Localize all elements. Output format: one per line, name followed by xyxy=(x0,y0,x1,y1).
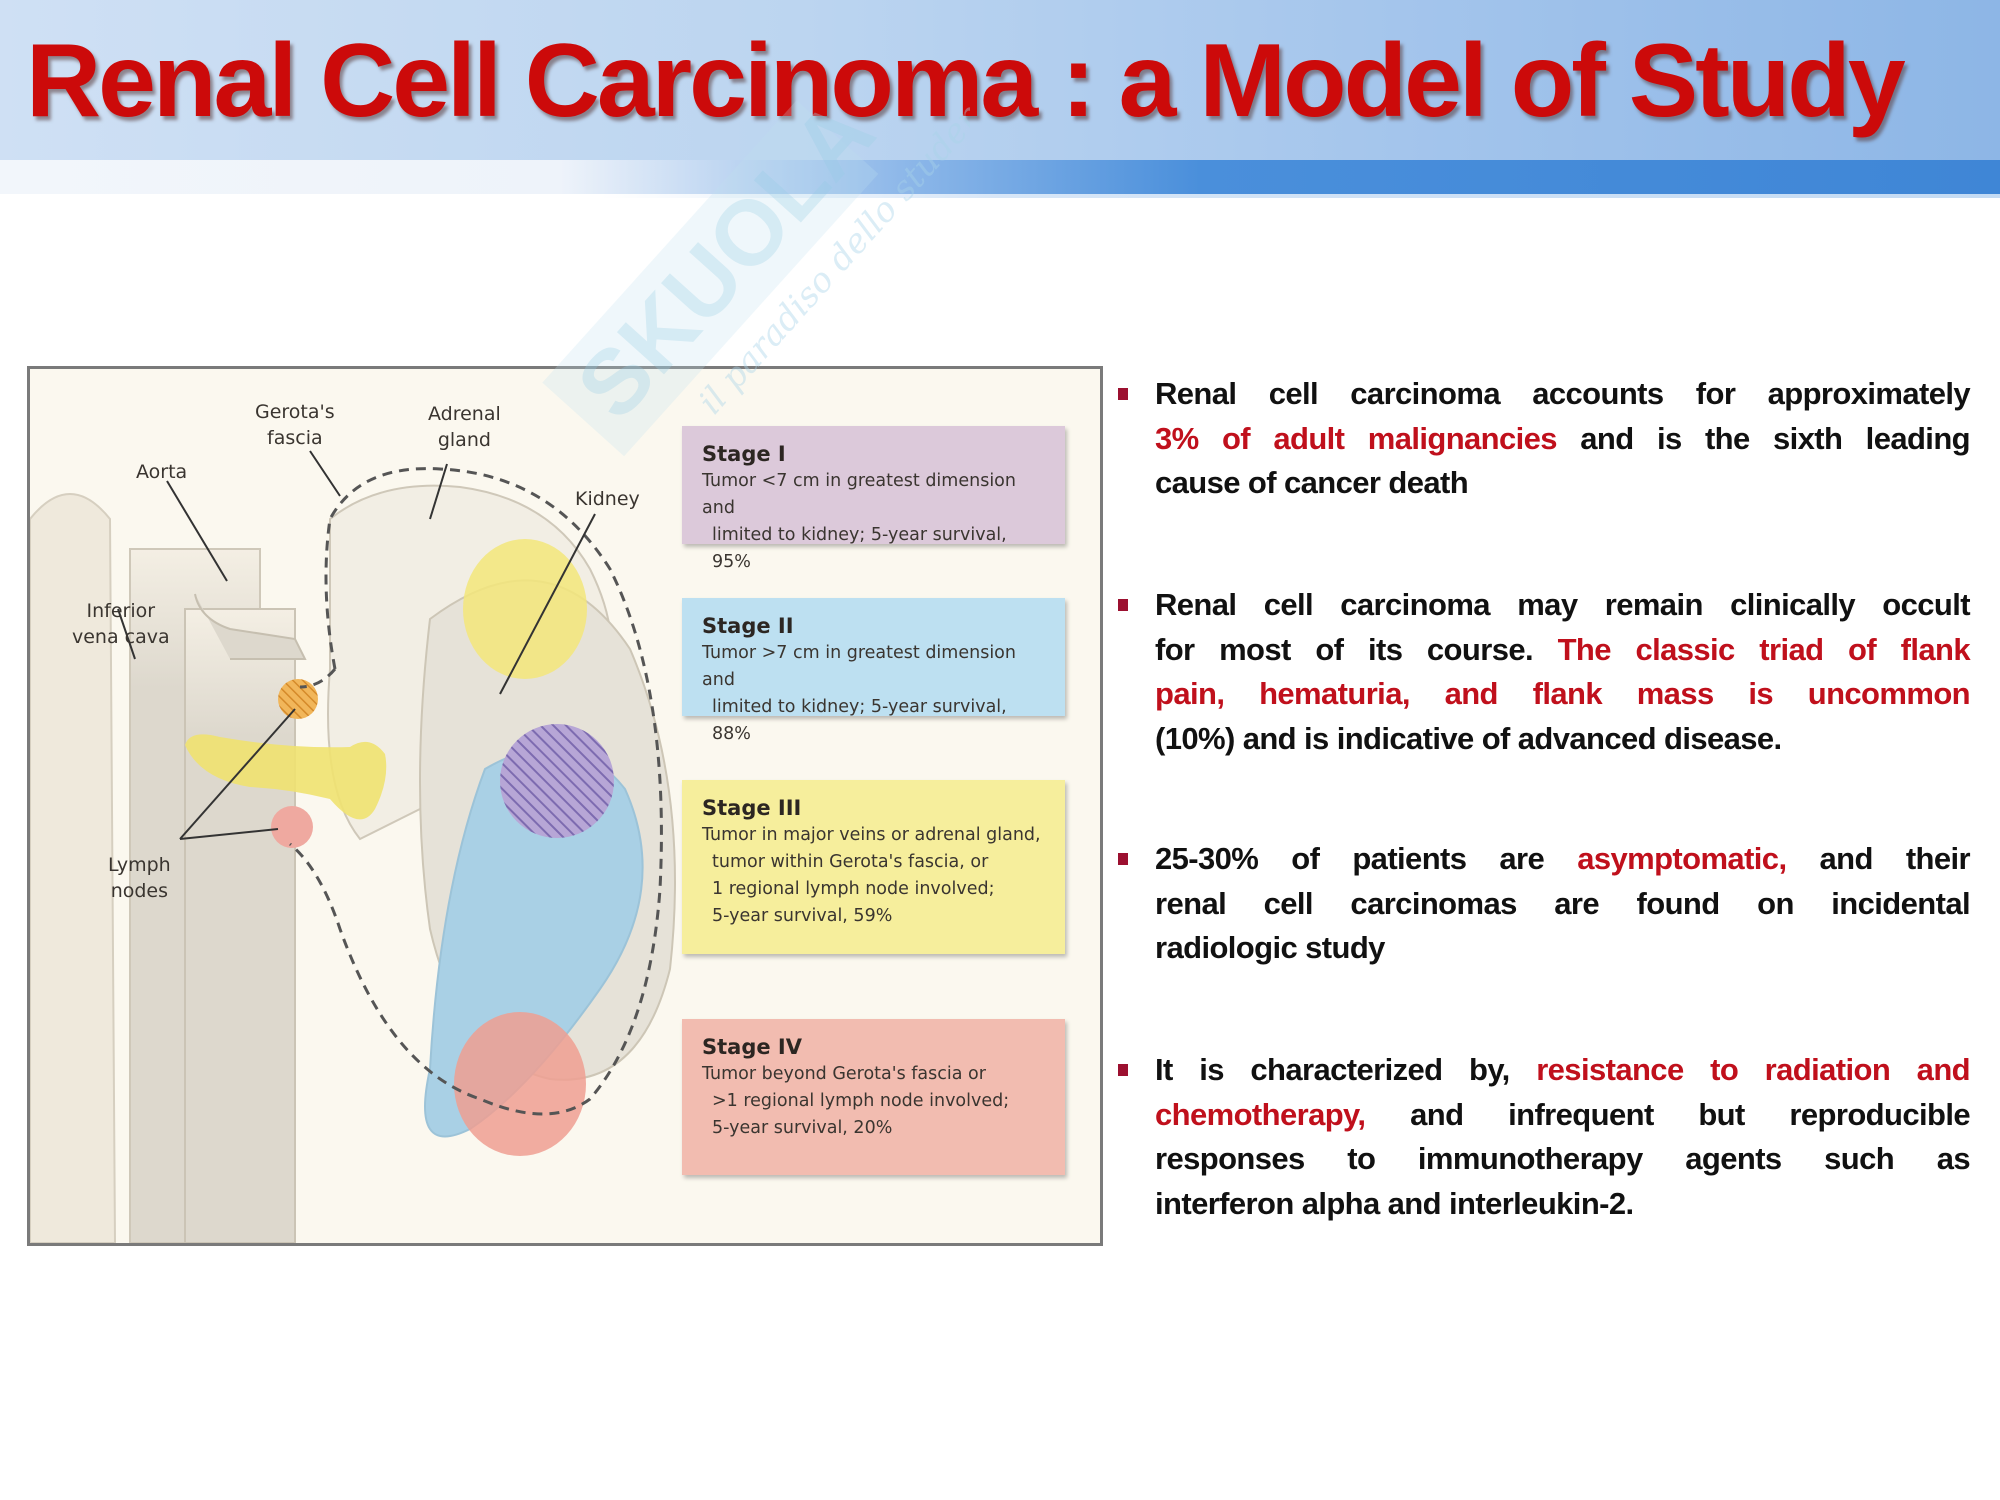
bullet-marker-icon xyxy=(1118,388,1128,400)
bullet-line: 3% of adult malignancies and is the sixt… xyxy=(1155,417,1971,462)
title-banner xyxy=(0,0,2000,165)
bullet-line: It is characterized by, resistance to ra… xyxy=(1155,1048,1971,1093)
lymph-node-red xyxy=(271,806,313,848)
stage-iv-box: Stage IV Tumor beyond Gerota's fascia or… xyxy=(682,1019,1065,1175)
bullet-text: Renal cell carcinoma accounts for approx… xyxy=(1155,372,1971,506)
bullet-item: It is characterized by, resistance to ra… xyxy=(1118,1048,1971,1227)
body-text: (10%) and is indicative of advanced dise… xyxy=(1155,720,1782,756)
lymph-node-orange xyxy=(278,679,318,719)
body-text: 25-30% of patients are xyxy=(1155,841,1578,876)
stage-iii-box: Stage III Tumor in major veins or adrena… xyxy=(682,780,1065,954)
stage-iv-line: >1 regional lymph node involved; xyxy=(712,1091,1010,1111)
body-text: It is characterized by, xyxy=(1155,1052,1537,1087)
stage-iv-line: 5-year survival, 20% xyxy=(712,1118,893,1138)
label-kidney: Kidney xyxy=(575,488,640,510)
body-text: radiologic study xyxy=(1155,930,1385,965)
stage-i-box: Stage I Tumor <7 cm in greatest dimensio… xyxy=(682,426,1065,572)
stage-iii-line: Tumor in major veins or adrenal gland, xyxy=(702,825,1041,845)
kidney-anatomy-illustration xyxy=(30,450,676,1243)
stage-i-line: Tumor <7 cm in greatest dimension and xyxy=(702,471,1016,518)
slide-title: Renal Cell Carcinoma : a Model of Study xyxy=(26,23,1906,139)
bullet-line: 25-30% of patients are asymptomatic, and… xyxy=(1155,837,1971,882)
bullet-line: (10%) and is indicative of advanced dise… xyxy=(1155,717,1970,762)
bullet-text: 25-30% of patients are asymptomatic, and… xyxy=(1155,837,1971,971)
body-text: for most of its course. xyxy=(1155,631,1558,667)
body-text: renal cell carcinomas are found on incid… xyxy=(1155,885,1971,921)
stage-iv-line: Tumor beyond Gerota's fascia or xyxy=(702,1064,986,1084)
stage-iii-tumor xyxy=(463,539,587,679)
bullet-line: for most of its course. The classic tria… xyxy=(1155,628,1971,673)
body-text: Renal cell carcinoma accounts for approx… xyxy=(1155,376,1971,411)
bullet-text: Renal cell carcinoma may remain clinical… xyxy=(1155,583,1971,762)
body-text: Renal cell carcinoma may remain clinical… xyxy=(1155,587,1971,622)
bullet-line: responses to immunotherapy agents such a… xyxy=(1155,1137,1971,1182)
bullet-line: Renal cell carcinoma accounts for approx… xyxy=(1155,372,1971,417)
bullet-line: chemotherapy, and infrequent but reprodu… xyxy=(1155,1093,1971,1138)
bullet-text: It is characterized by, resistance to ra… xyxy=(1155,1048,1971,1227)
highlighted-text: asymptomatic, xyxy=(1577,841,1787,876)
left-structure xyxy=(30,493,117,1243)
highlighted-text: chemotherapy, xyxy=(1155,1096,1366,1132)
stage-iv-tumor xyxy=(454,1012,586,1156)
stage-i-line: limited to kidney; 5-year survival, 95% xyxy=(712,525,1007,572)
label-aorta: Aorta xyxy=(136,461,188,483)
body-text: and infrequent but reproducible xyxy=(1365,1096,1970,1132)
stage-iv-title: Stage IV xyxy=(702,1035,802,1059)
bullet-marker-icon xyxy=(1118,1064,1128,1076)
bullet-item: 25-30% of patients are asymptomatic, and… xyxy=(1118,837,1971,971)
bullet-line: interferon alpha and interleukin-2. xyxy=(1155,1182,1970,1227)
banner-stripe-edge xyxy=(0,194,2000,198)
gerotas-fascia-line xyxy=(289,467,663,1116)
renal-vein-tumor xyxy=(185,734,387,820)
stage-ii-title: Stage II xyxy=(702,614,794,638)
bullet-marker-icon xyxy=(1118,853,1128,865)
bullet-item: Renal cell carcinoma accounts for approx… xyxy=(1118,372,1971,506)
stage-iii-line: 5-year survival, 59% xyxy=(712,906,893,926)
bullet-line: renal cell carcinomas are found on incid… xyxy=(1155,882,1971,927)
staging-figure: Gerota's fascia Adrenal gland Aorta Kidn… xyxy=(27,366,1103,1246)
stage-iii-line: tumor within Gerota's fascia, or xyxy=(712,852,989,872)
stage-ii-line: Tumor >7 cm in greatest dimension and xyxy=(702,643,1016,690)
highlighted-text: pain, hematuria, and flank mass is uncom… xyxy=(1155,676,1971,711)
label-lymph-nodes: Lymph nodes xyxy=(108,854,171,902)
stage-iii-line: 1 regional lymph node involved; xyxy=(712,879,995,899)
highlighted-text: 3% of adult malignancies xyxy=(1155,420,1558,456)
bullet-line: Renal cell carcinoma may remain clinical… xyxy=(1155,583,1971,628)
stage-i-tumor xyxy=(500,724,614,838)
bullet-marker-icon xyxy=(1118,599,1128,611)
bullet-line: radiologic study xyxy=(1155,926,1970,971)
highlighted-text: The classic triad of flank xyxy=(1557,631,1971,667)
aorta-shape xyxy=(184,608,296,1243)
label-adrenal-gland: Adrenal gland xyxy=(428,403,501,451)
stage-iii-title: Stage III xyxy=(702,796,802,820)
label-inferior-vena-cava: Inferior vena cava xyxy=(72,600,170,648)
body-text: cause of cancer death xyxy=(1155,465,1469,500)
label-gerotas-fascia: Gerota's fascia xyxy=(255,401,335,449)
bullet-item: Renal cell carcinoma may remain clinical… xyxy=(1118,583,1971,762)
bullet-line: pain, hematuria, and flank mass is uncom… xyxy=(1155,672,1971,717)
banner-stripe xyxy=(0,160,2000,196)
stage-i-title: Stage I xyxy=(702,442,786,466)
stage-ii-line: limited to kidney; 5-year survival, 88% xyxy=(712,697,1007,744)
bullet-line: cause of cancer death xyxy=(1155,461,1970,506)
highlighted-text: resistance to radiation and xyxy=(1536,1052,1970,1087)
body-text: and is the sixth leading xyxy=(1556,420,1970,456)
body-text: interferon alpha and interleukin-2. xyxy=(1155,1185,1634,1221)
stage-ii-box: Stage II Tumor >7 cm in greatest dimensi… xyxy=(682,598,1065,744)
body-text: responses to immunotherapy agents such a… xyxy=(1155,1141,1971,1176)
body-text: and their xyxy=(1786,841,1970,876)
